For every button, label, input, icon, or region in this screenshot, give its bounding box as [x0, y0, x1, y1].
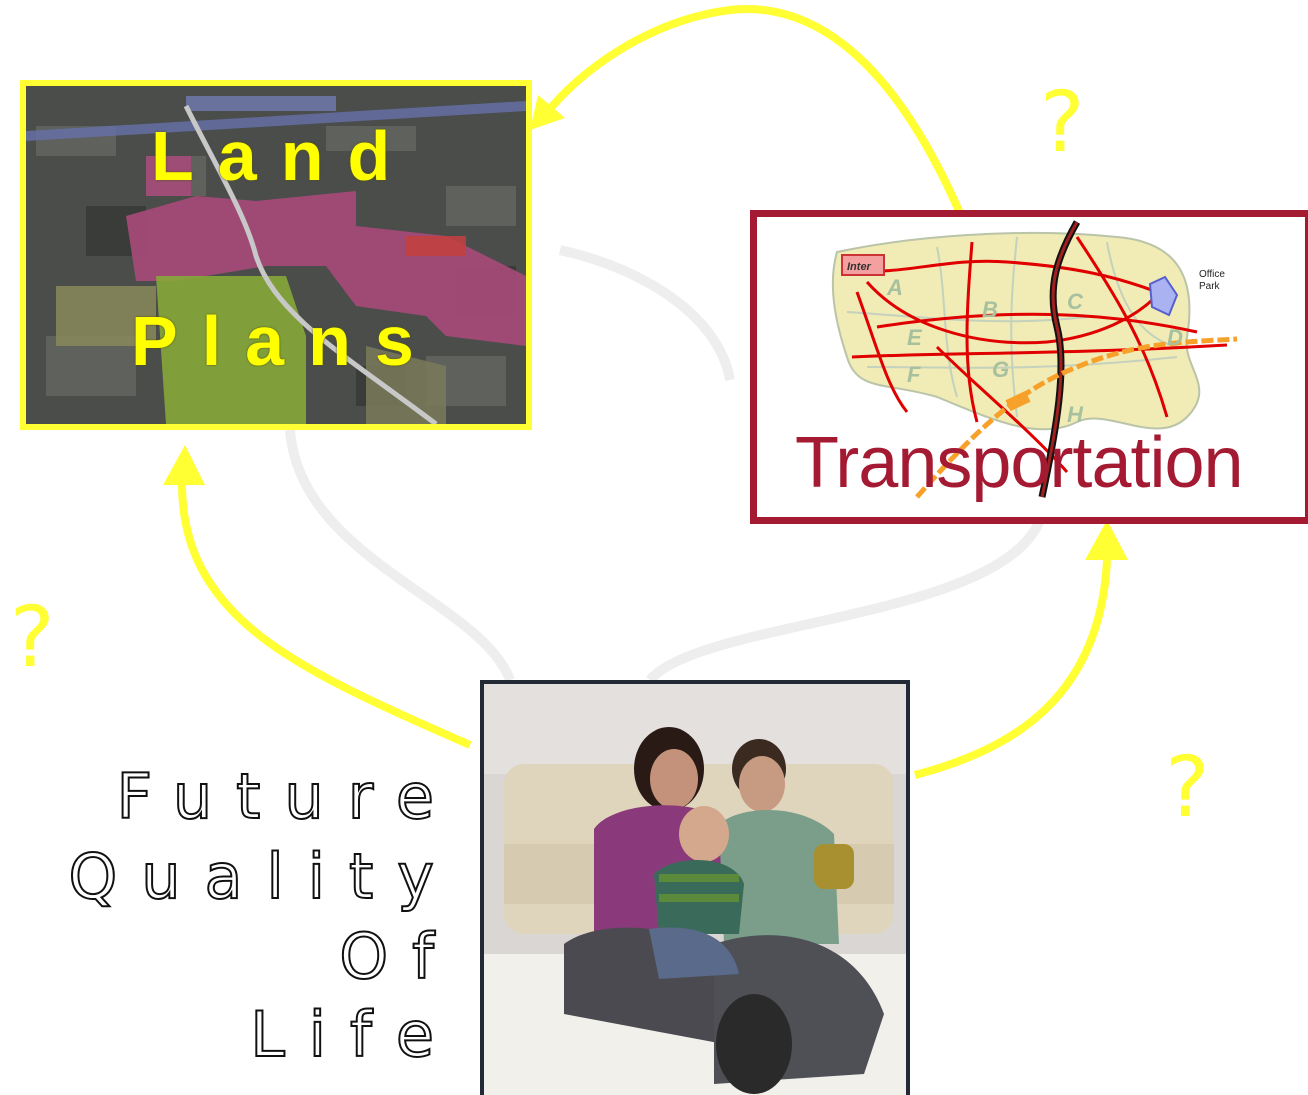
- question-mark-top-right: ?: [1040, 73, 1085, 171]
- transportation-network-map: A B C D E F G H Inter Office Park: [831, 220, 1238, 499]
- land-title-word-2: Plans: [131, 302, 438, 380]
- qol-line-of: Of: [338, 919, 458, 994]
- aerial-land-map: [26, 86, 526, 424]
- arrow-transport-to-land: [541, 5, 969, 227]
- qol-line-future: Future: [116, 759, 458, 834]
- arrowhead-land-bottom: [163, 445, 205, 485]
- arrowhead-land-top: [530, 95, 565, 130]
- arrowhead-transport: [1085, 520, 1128, 560]
- zone-h-label: H: [1067, 402, 1084, 427]
- zone-e-label: E: [907, 325, 923, 350]
- qol-line-life: Life: [249, 997, 458, 1072]
- office-park-label-line1: Office: [1199, 269, 1225, 280]
- zone-a-label: A: [886, 275, 903, 300]
- zone-d-label: D: [1167, 325, 1183, 350]
- inter-label: Inter: [847, 261, 872, 273]
- transportation-title: Transportation: [795, 423, 1244, 503]
- arrow-family-to-transport: [913, 559, 1111, 779]
- arrow-family-to-land: [177, 479, 472, 749]
- question-mark-left: ?: [10, 588, 55, 686]
- zone-b-label: B: [982, 297, 998, 322]
- family-photo: [480, 680, 910, 1095]
- zone-g-label: G: [992, 357, 1009, 382]
- zone-f-label: F: [907, 362, 921, 387]
- transportation-panel: A B C D E F G H Inter Office Park Transp…: [750, 210, 1308, 524]
- zone-c-label: C: [1067, 289, 1084, 314]
- qol-line-quality: Quality: [67, 839, 458, 914]
- land-plans-panel: Land Plans: [20, 80, 532, 430]
- question-mark-bottom-right: ?: [1165, 738, 1210, 836]
- office-park-label-line2: Park: [1199, 281, 1221, 292]
- land-title-word-1: Land: [151, 117, 415, 195]
